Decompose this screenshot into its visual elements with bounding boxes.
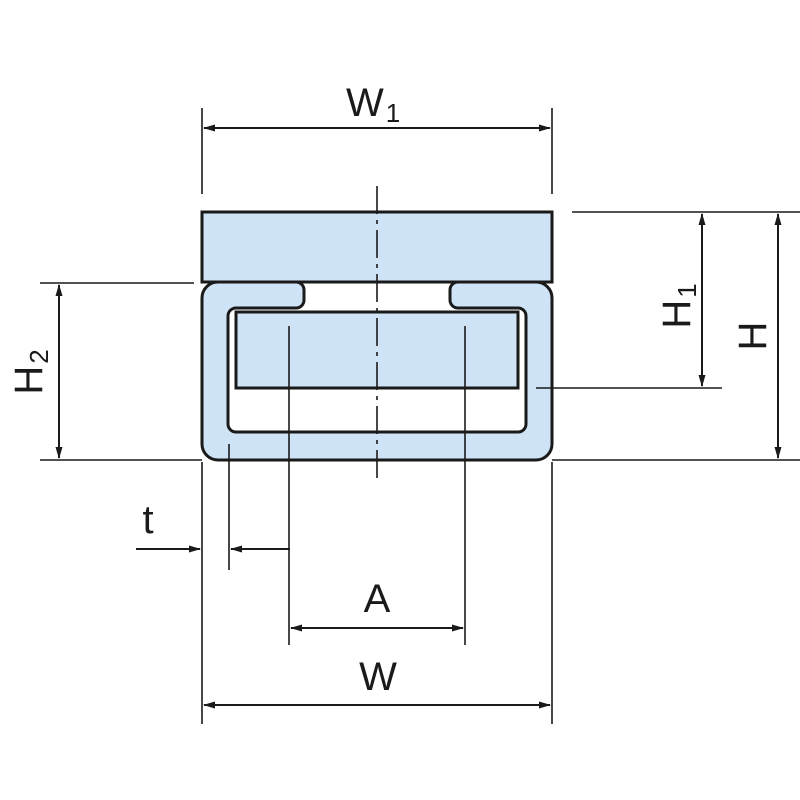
dimension-h: H	[552, 211, 800, 461]
dimension-w: W	[201, 462, 553, 724]
label-w1: W1	[346, 81, 400, 128]
dimension-h1: H1	[536, 213, 722, 389]
c-channel-outline	[200, 280, 554, 462]
label-w: W	[359, 655, 397, 699]
label-t: t	[142, 498, 153, 542]
label-a: A	[364, 577, 391, 621]
dimension-h2: H2	[7, 282, 202, 461]
dimension-w1: W1	[201, 81, 553, 194]
profile-body	[200, 186, 554, 478]
label-h2: H2	[7, 349, 54, 394]
dimension-t: t	[136, 444, 290, 570]
label-h: H	[731, 322, 775, 351]
dimension-a: A	[288, 326, 466, 645]
label-h1: H1	[655, 283, 702, 328]
